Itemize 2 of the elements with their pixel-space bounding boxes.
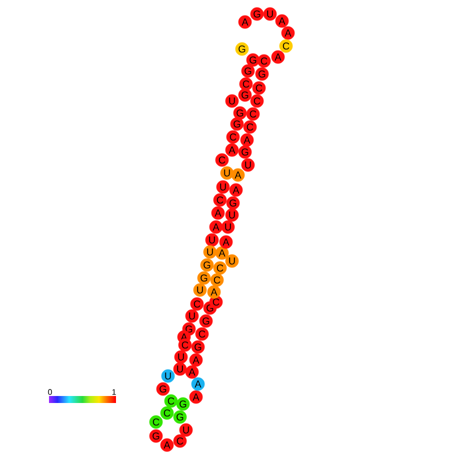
scale-label: 1 [112, 389, 116, 395]
scale-label: 0 [48, 389, 52, 395]
